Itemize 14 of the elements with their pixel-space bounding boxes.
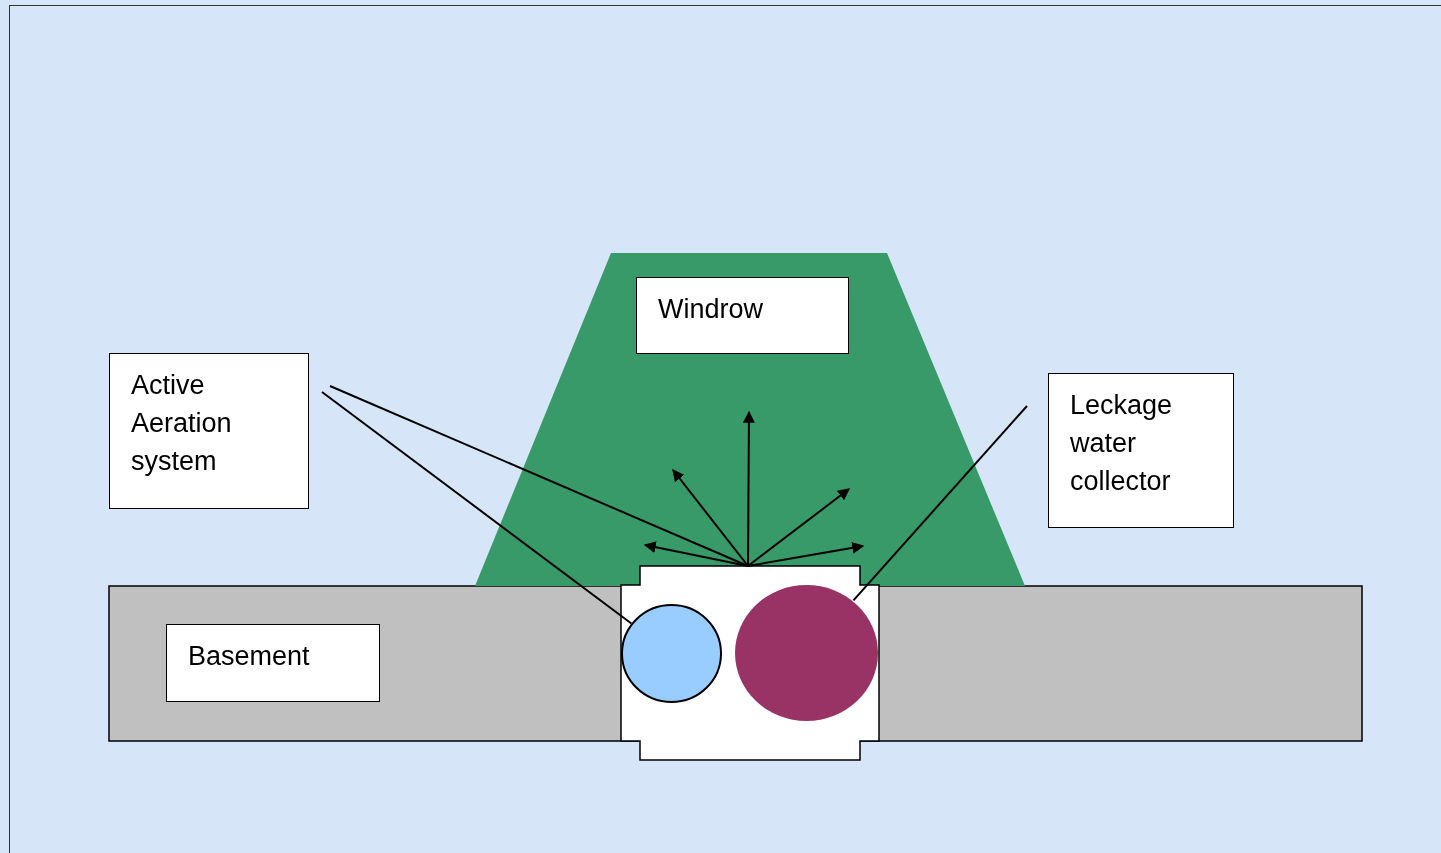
label-text: Windrow — [658, 293, 765, 326]
label-box — [636, 277, 849, 354]
label-text: Active Aeration system — [131, 369, 233, 478]
label-box — [109, 353, 309, 509]
label-text: Basement — [188, 640, 311, 673]
label-box — [1048, 373, 1234, 528]
arrow — [747, 541, 865, 567]
arrow — [643, 541, 749, 567]
label-box — [166, 624, 380, 702]
arrow — [747, 488, 850, 567]
arrow — [672, 469, 749, 567]
leader-line — [321, 391, 633, 625]
arrow — [742, 410, 755, 567]
label-text: Leckage water collector — [1070, 389, 1174, 498]
